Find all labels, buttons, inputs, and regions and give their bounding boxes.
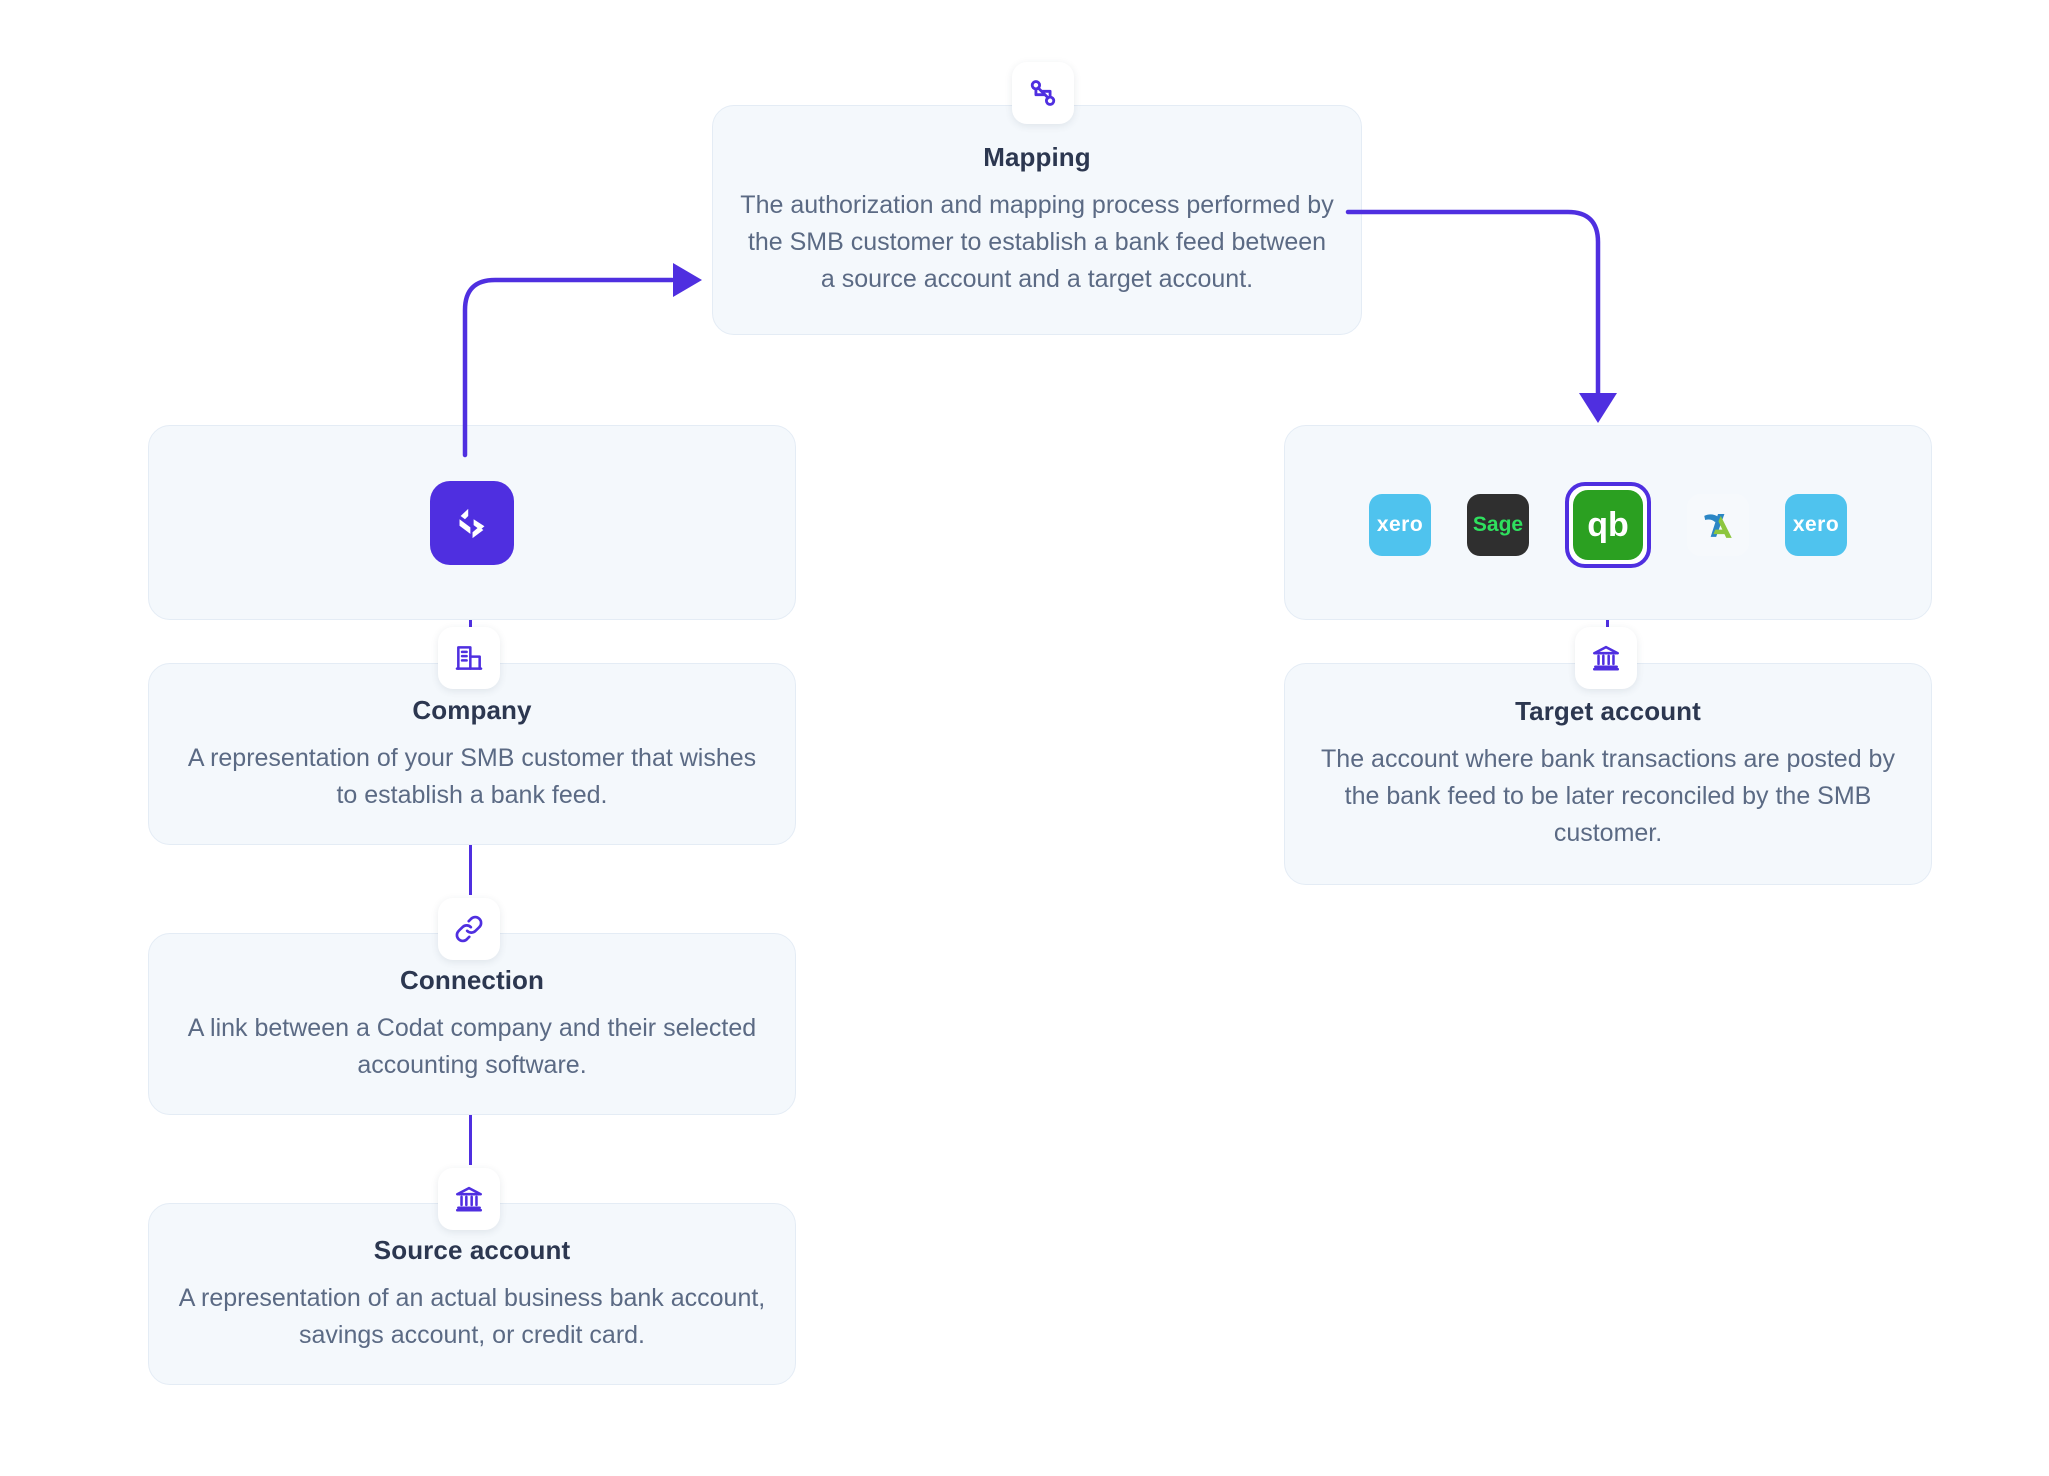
link-icon <box>453 913 485 945</box>
mapping-card: Mapping The authorization and mapping pr… <box>712 105 1362 335</box>
mapping-route-icon <box>1026 76 1060 110</box>
logo-xero-2[interactable]: xero <box>1785 494 1847 556</box>
logo-xero-1-label: xero <box>1376 513 1424 536</box>
connector-connection-to-source <box>469 1115 472 1165</box>
mapping-icon-tile <box>1012 62 1074 124</box>
logo-quickbooks-label: qb <box>1587 505 1629 544</box>
source-account-icon-tile <box>438 1168 500 1230</box>
company-title: Company <box>412 694 532 725</box>
bank-icon <box>453 1183 485 1215</box>
accounting-software-card: xero Sage qb xero <box>1284 425 1932 620</box>
connector-company-to-connection <box>469 845 472 895</box>
source-account-description: A representation of an actual business b… <box>178 1283 766 1349</box>
company-icon-tile <box>438 627 500 689</box>
source-account-card: Source account A representation of an ac… <box>148 1203 796 1385</box>
target-account-card: Target account The account where bank tr… <box>1284 663 1932 885</box>
software-logo-row: xero Sage qb xero <box>1285 482 1931 568</box>
connection-icon-tile <box>438 898 500 960</box>
logo-xero-2-label: xero <box>1792 513 1840 536</box>
bank-icon <box>1590 642 1622 674</box>
building-icon <box>453 642 485 674</box>
logo-sage-label: Sage <box>1472 513 1524 536</box>
source-account-title: Source account <box>373 1234 571 1265</box>
freeagent-icon <box>1704 514 1732 538</box>
logo-xero-1[interactable]: xero <box>1369 494 1431 556</box>
connection-description: A link between a Codat company and their… <box>187 1013 757 1079</box>
connector-mapping-to-software <box>1345 209 1617 423</box>
target-account-description: The account where bank transactions are … <box>1321 745 1895 847</box>
connection-title: Connection <box>400 964 544 995</box>
connector-company-to-mapping <box>462 263 702 458</box>
connection-card: Connection A link between a Codat compan… <box>148 933 796 1115</box>
company-card: Company A representation of your SMB cus… <box>148 663 796 845</box>
logo-freeagent[interactable] <box>1687 494 1749 556</box>
logo-quickbooks-selected[interactable]: qb <box>1565 482 1651 568</box>
codat-logo-icon <box>430 480 514 565</box>
mapping-title: Mapping <box>983 142 1091 173</box>
target-account-title: Target account <box>1515 696 1701 727</box>
logo-quickbooks: qb <box>1573 490 1643 560</box>
company-description: A representation of your SMB customer th… <box>187 743 757 809</box>
mapping-description: The authorization and mapping process pe… <box>740 191 1334 293</box>
logo-sage[interactable]: Sage <box>1467 494 1529 556</box>
target-account-icon-tile <box>1575 627 1637 689</box>
codat-platform-card <box>148 425 796 620</box>
